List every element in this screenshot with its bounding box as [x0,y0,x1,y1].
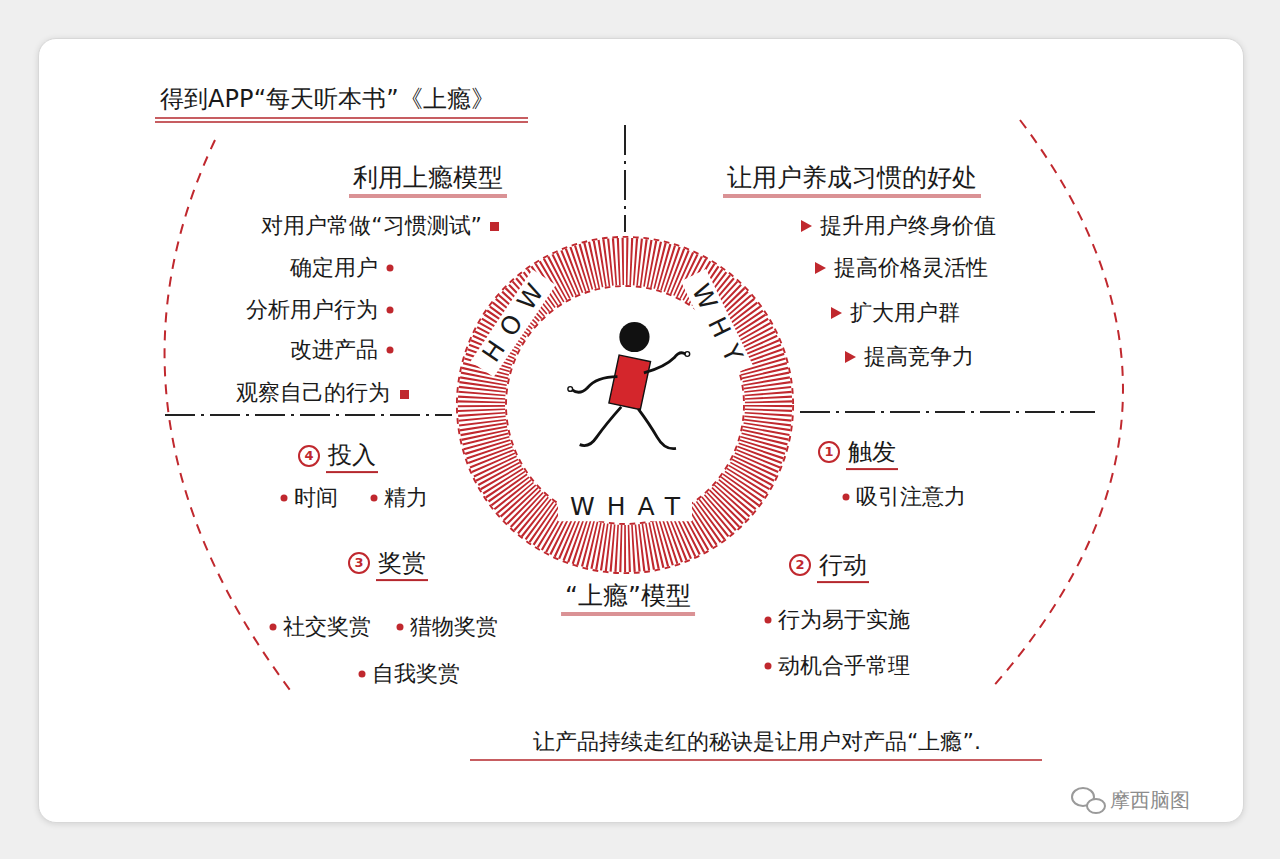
list-item: 自我奖赏 [372,661,460,687]
list-item: 分析用户行为 [246,297,378,323]
section-heading: 利用上瘾模型 [349,163,507,198]
list-item: 扩大用户群 [850,300,960,326]
dot-bullet [371,495,378,502]
title-underline [155,121,528,123]
caption-underline [470,759,1042,761]
dot-bullet [765,617,772,624]
step-heading: 投入 [326,441,378,473]
triangle-bullet [831,307,842,319]
ring-outline [455,235,795,575]
list-item: 行为易于实施 [778,607,910,633]
list-item: 提高价格灵活性 [834,255,988,281]
dot-bullet [270,624,277,631]
list-item: 精力 [384,485,428,511]
dot-bullet [843,494,850,501]
step-heading: 触发 [846,438,898,470]
triangle-bullet [845,351,856,363]
watermark: 摩西脑图 [1110,788,1190,812]
list-item: 改进产品 [290,337,378,363]
callout-number: 4 [298,445,320,467]
step-heading: 行动 [817,551,869,583]
dot-bullet [387,265,394,272]
dot-bullet [359,671,366,678]
ring-letters: WHAT [558,493,692,521]
ring-node: HOWWHYWHAT [455,235,795,575]
divider-line [165,414,452,416]
list-item: 社交奖赏 [283,614,371,640]
list-item: 吸引注意力 [856,484,966,510]
divider-line [800,411,1095,413]
watermark-icon [1087,799,1105,813]
triangle-bullet [801,220,812,232]
step-heading: 奖赏 [376,549,428,581]
section-heading: “上瘾”模型 [561,581,695,616]
section-heading: 让用户养成习惯的好处 [723,163,981,198]
callout-number: 3 [348,552,370,574]
running-figure [568,322,690,449]
dot-bullet [765,663,772,670]
title-underline [155,117,528,119]
callout-number: 1 [818,441,840,463]
list-item: 提高竞争力 [864,344,974,370]
square-bullet [490,222,499,231]
dot-bullet [281,495,288,502]
list-item: 确定用户 [290,255,378,281]
triangle-bullet [815,262,826,274]
list-item: 提升用户终身价值 [820,213,996,239]
callout-number: 2 [789,554,811,576]
dot-bullet [387,347,394,354]
square-bullet [400,390,409,399]
title: 得到APP“每天听本书”《上瘾》 [160,85,495,114]
dot-bullet [397,624,404,631]
list-item: 对用户常做“习惯测试” [261,213,482,239]
list-item: 猎物奖赏 [410,614,498,640]
caption: 让产品持续走红的秘诀是让用户对产品“上瘾”. [533,729,981,755]
list-item: 动机合乎常理 [778,653,910,679]
dot-bullet [387,307,394,314]
list-item: 观察自己的行为 [236,380,390,406]
list-item: 时间 [294,485,338,511]
divider-line [624,125,626,232]
dashed-arc [990,120,1123,690]
